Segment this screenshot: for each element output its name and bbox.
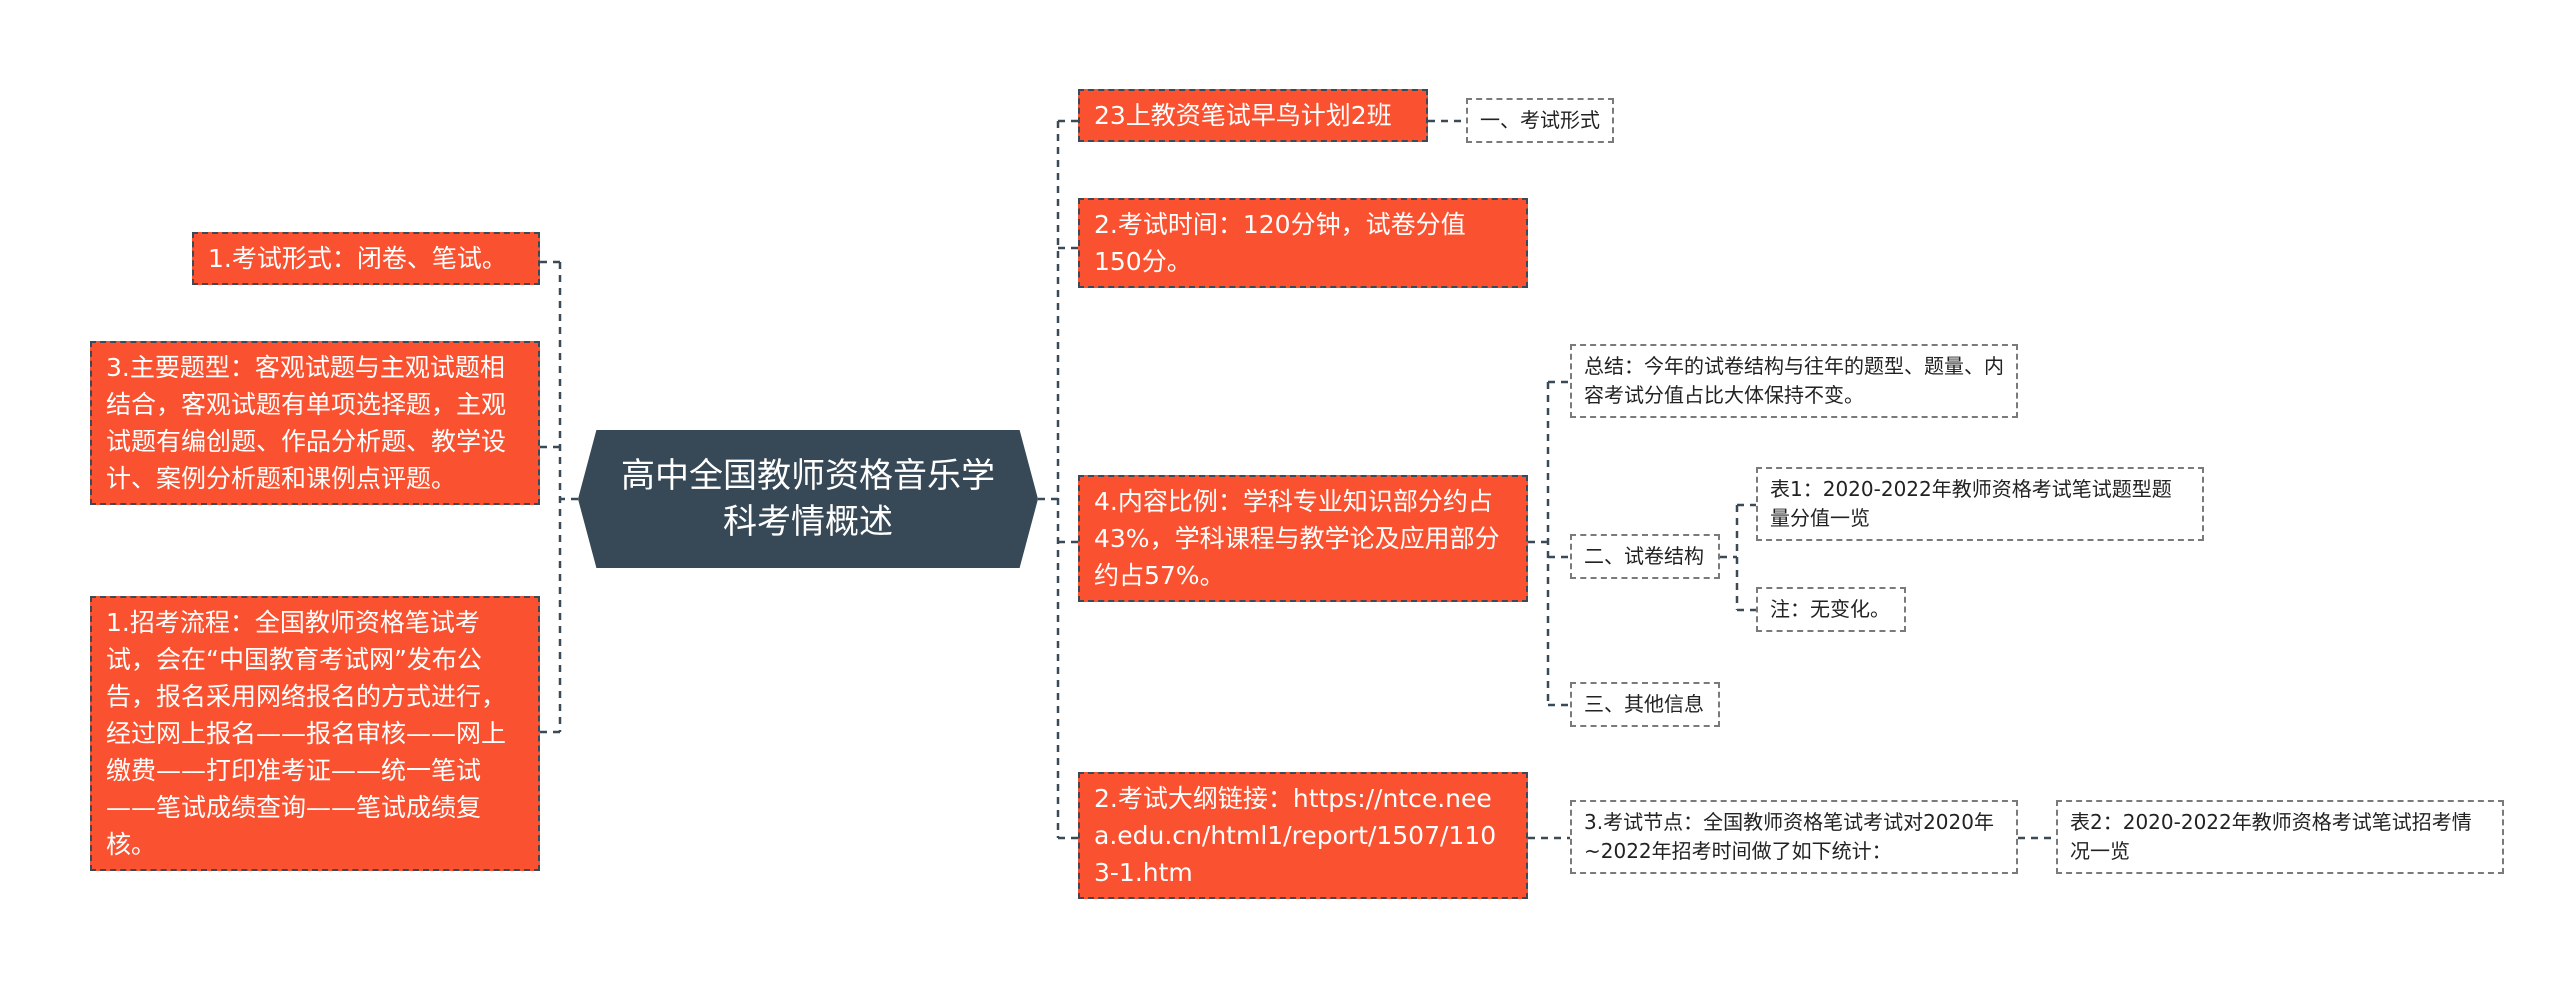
node-text: 1.招考流程：全国教师资格笔试考试，会在“中国教育考试网”发布公告，报名采用网络…: [106, 608, 507, 859]
node-text: 2.考试时间：120分钟，试卷分值150分。: [1094, 210, 1466, 276]
node-text: 一、考试形式: [1480, 108, 1600, 132]
left-node-question-types[interactable]: 3.主要题型：客观试题与主观试题相结合，客观试题有单项选择题，主观试题有编创题、…: [90, 341, 540, 505]
node-text: 注：无变化。: [1770, 597, 1890, 621]
node-text: 2.考试大纲链接：https://ntce.neea.edu.cn/html1/…: [1094, 784, 1497, 887]
child-node-paper-structure[interactable]: 二、试卷结构: [1570, 534, 1720, 579]
node-text: 表2：2020-2022年教师资格考试笔试招考情况一览: [2070, 810, 2472, 863]
node-text: 1.考试形式：闭卷、笔试。: [208, 244, 507, 273]
child-node-summary[interactable]: 总结：今年的试卷结构与往年的题型、题量、内容考试分值占比大体保持不变。: [1570, 344, 2018, 418]
connector-right-spine: [1038, 121, 1060, 838]
right-node-content-ratio[interactable]: 4.内容比例：学科专业知识部分约占43%，学科课程与教学论及应用部分约占57%。: [1078, 475, 1528, 602]
connector-ratio-spine: [1528, 382, 1550, 705]
right-node-syllabus-link[interactable]: 2.考试大纲链接：https://ntce.neea.edu.cn/html1/…: [1078, 772, 1528, 899]
node-text: 3.主要题型：客观试题与主观试题相结合，客观试题有单项选择题，主观试题有编创题、…: [106, 353, 507, 493]
child-node-note[interactable]: 注：无变化。: [1756, 587, 1906, 632]
connector-structure-spine: [1720, 505, 1739, 610]
child-node-table1[interactable]: 表1：2020-2022年教师资格考试笔试题型题量分值一览: [1756, 467, 2204, 541]
node-text: 二、试卷结构: [1584, 544, 1704, 568]
child-node-other-info[interactable]: 三、其他信息: [1570, 682, 1720, 727]
left-node-recruitment-process[interactable]: 1.招考流程：全国教师资格笔试考试，会在“中国教育考试网”发布公告，报名采用网络…: [90, 596, 540, 871]
node-text: 表1：2020-2022年教师资格考试笔试题型题量分值一览: [1770, 477, 2172, 530]
root-title: 高中全国教师资格音乐学科考情概述: [621, 456, 995, 542]
node-text: 三、其他信息: [1584, 692, 1704, 716]
node-text: 3.考试节点：全国教师资格笔试考试对2020年~2022年招考时间做了如下统计：: [1584, 810, 1994, 863]
connector-left-spine: [558, 262, 578, 732]
child-node-table2[interactable]: 表2：2020-2022年教师资格考试笔试招考情况一览: [2056, 800, 2504, 874]
child-node-exam-timeline[interactable]: 3.考试节点：全国教师资格笔试考试对2020年~2022年招考时间做了如下统计：: [1570, 800, 2018, 874]
root-topic[interactable]: 高中全国教师资格音乐学科考情概述: [578, 430, 1038, 568]
right-node-exam-time[interactable]: 2.考试时间：120分钟，试卷分值150分。: [1078, 198, 1528, 288]
right-node-early-bird[interactable]: 23上教资笔试早鸟计划2班: [1078, 89, 1428, 142]
node-text: 23上教资笔试早鸟计划2班: [1094, 101, 1392, 130]
node-text: 4.内容比例：学科专业知识部分约占43%，学科课程与教学论及应用部分约占57%。: [1094, 487, 1500, 590]
node-text: 总结：今年的试卷结构与往年的题型、题量、内容考试分值占比大体保持不变。: [1584, 354, 2004, 407]
child-node-exam-form[interactable]: 一、考试形式: [1466, 98, 1614, 143]
left-node-exam-form[interactable]: 1.考试形式：闭卷、笔试。: [192, 232, 540, 285]
